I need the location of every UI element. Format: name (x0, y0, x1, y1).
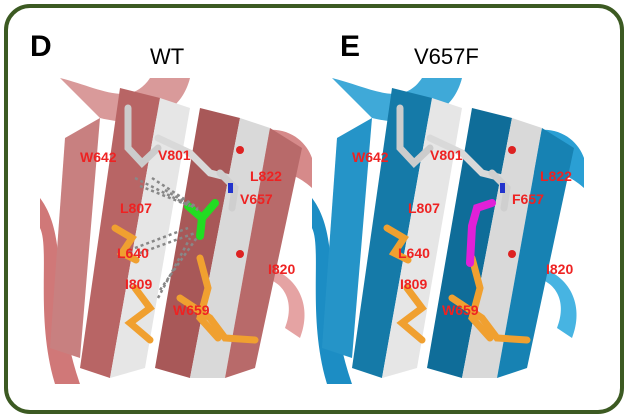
panel-letter-d: D (30, 30, 52, 63)
v657f-atom-n (500, 183, 505, 193)
wt-label-w659: W659 (173, 302, 210, 318)
wt-strand-2 (110, 98, 190, 378)
wt-label-v657: V657 (240, 191, 273, 207)
v657f-sidechain-i809 (396, 284, 427, 344)
v657f-label-v801: V801 (430, 147, 463, 163)
panel-title-v657f: V657F (414, 44, 479, 69)
v657f-ligand-f657 (466, 199, 496, 267)
v657f-label-l822: L822 (540, 168, 572, 184)
wt-structure-image: W642 V801 L822 L807 V657 L640 I820 I809 … (40, 78, 312, 384)
wt-sidechain-w659 (176, 294, 259, 344)
wt-strand-4 (190, 118, 270, 378)
v657f-strand-4 (462, 118, 542, 378)
v657f-label-i820: I820 (546, 261, 573, 277)
panel-title-wt: WT (150, 44, 185, 69)
v657f-atom-o2 (508, 250, 516, 258)
v657f-structure-image: W642 V801 L822 L807 F657 L640 I820 I809 … (312, 78, 584, 384)
v657f-sidechain-w659 (448, 294, 531, 344)
wt-atom-o2 (236, 250, 244, 258)
wt-label-v801: V801 (158, 147, 191, 163)
wt-ligand-v657 (184, 199, 219, 240)
v657f-ribbon-lower-right (537, 268, 577, 338)
wt-label-l640: L640 (117, 245, 149, 261)
wt-atom-o (236, 146, 244, 154)
v657f-label-w642: W642 (352, 149, 389, 165)
v657f-atom-o (508, 146, 516, 154)
wt-sidechain-i820 (196, 254, 222, 342)
v657f-label-f657: F657 (512, 191, 544, 207)
v657f-sidechain-l822 (488, 169, 511, 212)
wt-label-l807: L807 (120, 200, 152, 216)
wt-sidechain-w642 (124, 104, 162, 168)
v657f-sidechain-l807 (383, 224, 412, 264)
wt-strand-5 (225, 128, 302, 378)
v657f-sidechain-i820 (468, 254, 494, 342)
wt-label-w642: W642 (80, 149, 117, 165)
wt-label-l822: L822 (250, 168, 282, 184)
v657f-label-l640: L640 (398, 245, 430, 261)
v657f-label-i809: I809 (400, 276, 427, 292)
v657f-sidechain-w642 (396, 104, 434, 168)
wt-atom-n (228, 183, 233, 193)
wt-strand-6 (50, 118, 100, 358)
v657f-label-l807: L807 (408, 200, 440, 216)
wt-sidechain-l807 (111, 224, 140, 264)
wt-sidechain-l822 (216, 169, 239, 212)
wt-contact-lines (134, 176, 200, 299)
panel-letter-e: E (340, 30, 361, 63)
wt-label-i820: I820 (268, 261, 295, 277)
wt-label-i809: I809 (125, 276, 152, 292)
wt-ribbon-lower-right (265, 268, 305, 338)
v657f-strand-5 (497, 128, 574, 378)
wt-sidechain-i809 (124, 284, 155, 344)
v657f-strand-2 (382, 98, 462, 378)
v657f-strand-6 (322, 118, 372, 358)
v657f-label-w659: W659 (442, 302, 479, 318)
